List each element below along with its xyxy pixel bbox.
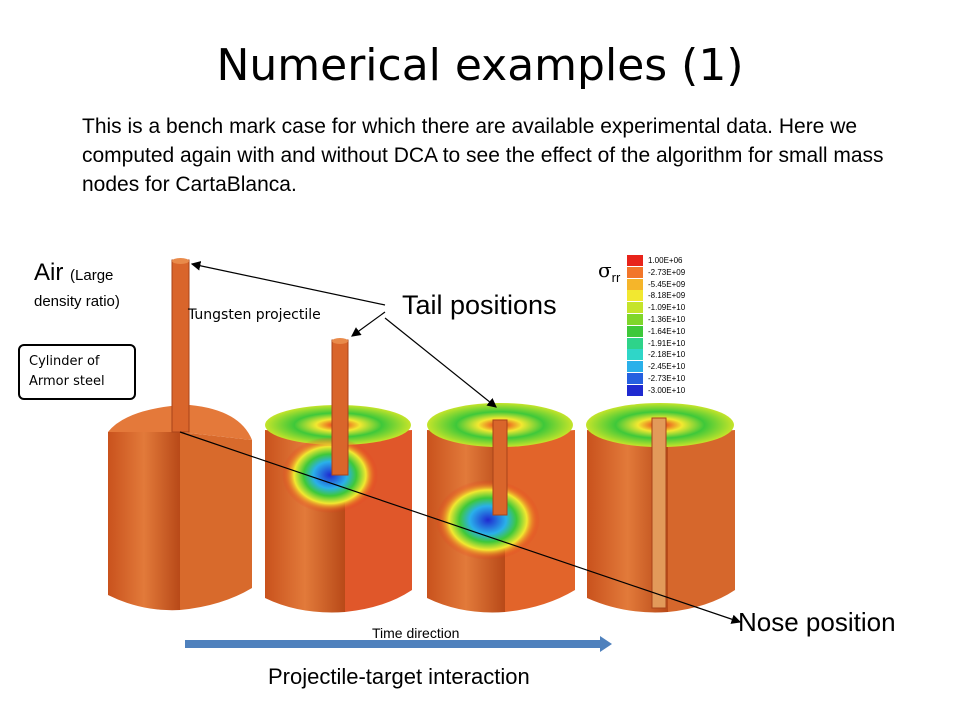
legend-value: -5.45E+09 xyxy=(648,279,686,289)
interaction-label: Projectile-target interaction xyxy=(268,664,530,689)
air-label: Air (Large xyxy=(34,259,114,286)
cylinder-callout: Cylinder of Armor steel xyxy=(18,344,136,400)
slide-title: Numerical examples (1) xyxy=(216,40,744,91)
legend-value: -2.73E+09 xyxy=(648,267,686,277)
legend-value: -2.73E+10 xyxy=(648,374,686,383)
time-direction-label: Time direction xyxy=(372,625,460,641)
legend-value: -1.64E+10 xyxy=(648,326,686,336)
cylinder-3 xyxy=(427,403,575,613)
callout-line-2: Armor steel xyxy=(29,374,105,389)
legend-swatch xyxy=(627,255,643,266)
legend-swatch xyxy=(627,337,643,349)
legend-value: -1.91E+10 xyxy=(648,338,686,348)
time-direction-arrow xyxy=(185,636,612,652)
legend-swatch xyxy=(627,325,643,337)
callout-line-1: Cylinder of xyxy=(29,354,100,369)
legend-value: -1.36E+10 xyxy=(648,315,686,324)
legend-swatch xyxy=(627,373,643,384)
legend-swatch xyxy=(627,290,643,302)
intro-paragraph: This is a bench mark case for which ther… xyxy=(82,115,884,196)
legend-swatch xyxy=(627,302,643,314)
legend-value: -2.18E+10 xyxy=(648,350,686,360)
legend-swatch xyxy=(627,314,643,325)
cylinder-1 xyxy=(108,258,252,611)
tungsten-label: Tungsten projectile xyxy=(188,307,321,323)
tail-positions-label: Tail positions xyxy=(402,290,557,320)
legend-value: -8.18E+09 xyxy=(648,291,686,301)
cylinder-4 xyxy=(586,403,735,613)
legend-value: -3.00E+10 xyxy=(648,385,686,395)
legend-value: -2.45E+10 xyxy=(648,362,686,372)
legend-swatch xyxy=(627,278,643,290)
pointer-lines xyxy=(179,261,742,624)
legend-swatch xyxy=(627,361,643,373)
legend-symbol: σrr xyxy=(598,258,621,285)
air-sublabel: density ratio) xyxy=(34,293,120,310)
legend-swatch xyxy=(627,266,643,278)
nose-position-label: Nose position xyxy=(738,607,896,637)
legend-value: -1.09E+10 xyxy=(648,303,686,313)
legend-swatch xyxy=(627,349,643,361)
legend-value: 1.00E+06 xyxy=(648,256,683,265)
cylinder-2 xyxy=(265,338,412,613)
legend-swatch xyxy=(627,384,643,396)
